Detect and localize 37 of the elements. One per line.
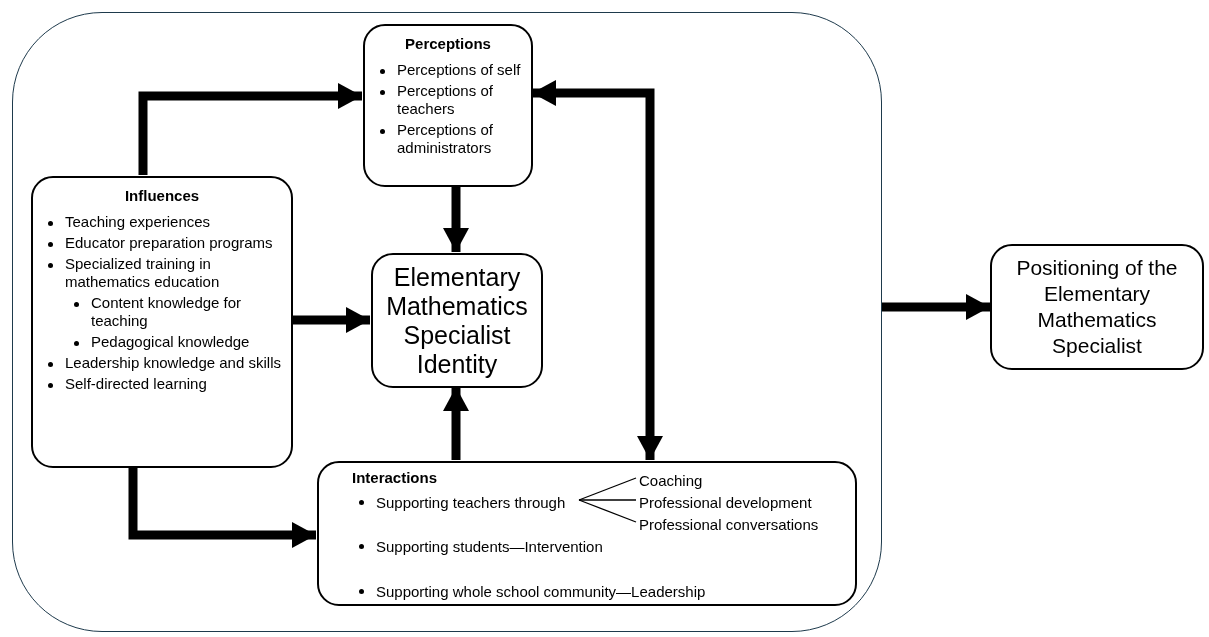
bullet-item: Pedagogical knowledge (67, 333, 283, 351)
rounded-box (317, 461, 857, 606)
text-label: Professional development (639, 492, 854, 514)
text-label: Supporting whole school community—Leadership (352, 581, 772, 603)
arrow (443, 186, 469, 252)
text-label: Supporting students—Intervention (352, 536, 672, 558)
arrow (532, 80, 663, 460)
rounded-box (990, 244, 1204, 370)
box-label: Elementary Mathematics Specialist Identity (385, 262, 529, 379)
text-label: Coaching (639, 470, 789, 492)
bullet-item: Leadership knowledge and skills (41, 354, 283, 372)
bullet-item: Content knowledge for teaching (67, 294, 283, 330)
arrow (882, 294, 990, 320)
arrow (138, 83, 362, 175)
connector-line (578, 477, 637, 501)
connector-line (578, 499, 637, 501)
bullet-item: Self-directed learning (41, 375, 283, 393)
bullet-item: Perceptions of administrators (373, 121, 523, 157)
bullet-item: Educator preparation programs (41, 234, 283, 252)
rounded-box (371, 253, 543, 388)
rounded-box (31, 176, 293, 468)
bullet-item: Perceptions of self (373, 61, 523, 79)
arrow (128, 467, 316, 548)
heading: Perceptions (404, 34, 492, 54)
box-label: Positioning of the Elementary Mathematics Specialist (1015, 255, 1179, 359)
outer-frame (12, 12, 882, 632)
arrow (292, 307, 370, 333)
bullet-item: Teaching experiences (41, 213, 283, 231)
heading: Interactions (352, 468, 438, 488)
bullet-item: Specialized training in mathematics education (41, 255, 283, 291)
rounded-box (363, 24, 533, 187)
text-label: Professional conversations (639, 514, 854, 536)
bullet-item: Perceptions of teachers (373, 82, 523, 118)
arrow (443, 387, 469, 460)
text-label: Supporting teachers through (352, 492, 582, 514)
heading: Influences (123, 186, 201, 206)
connector-line (578, 499, 637, 523)
